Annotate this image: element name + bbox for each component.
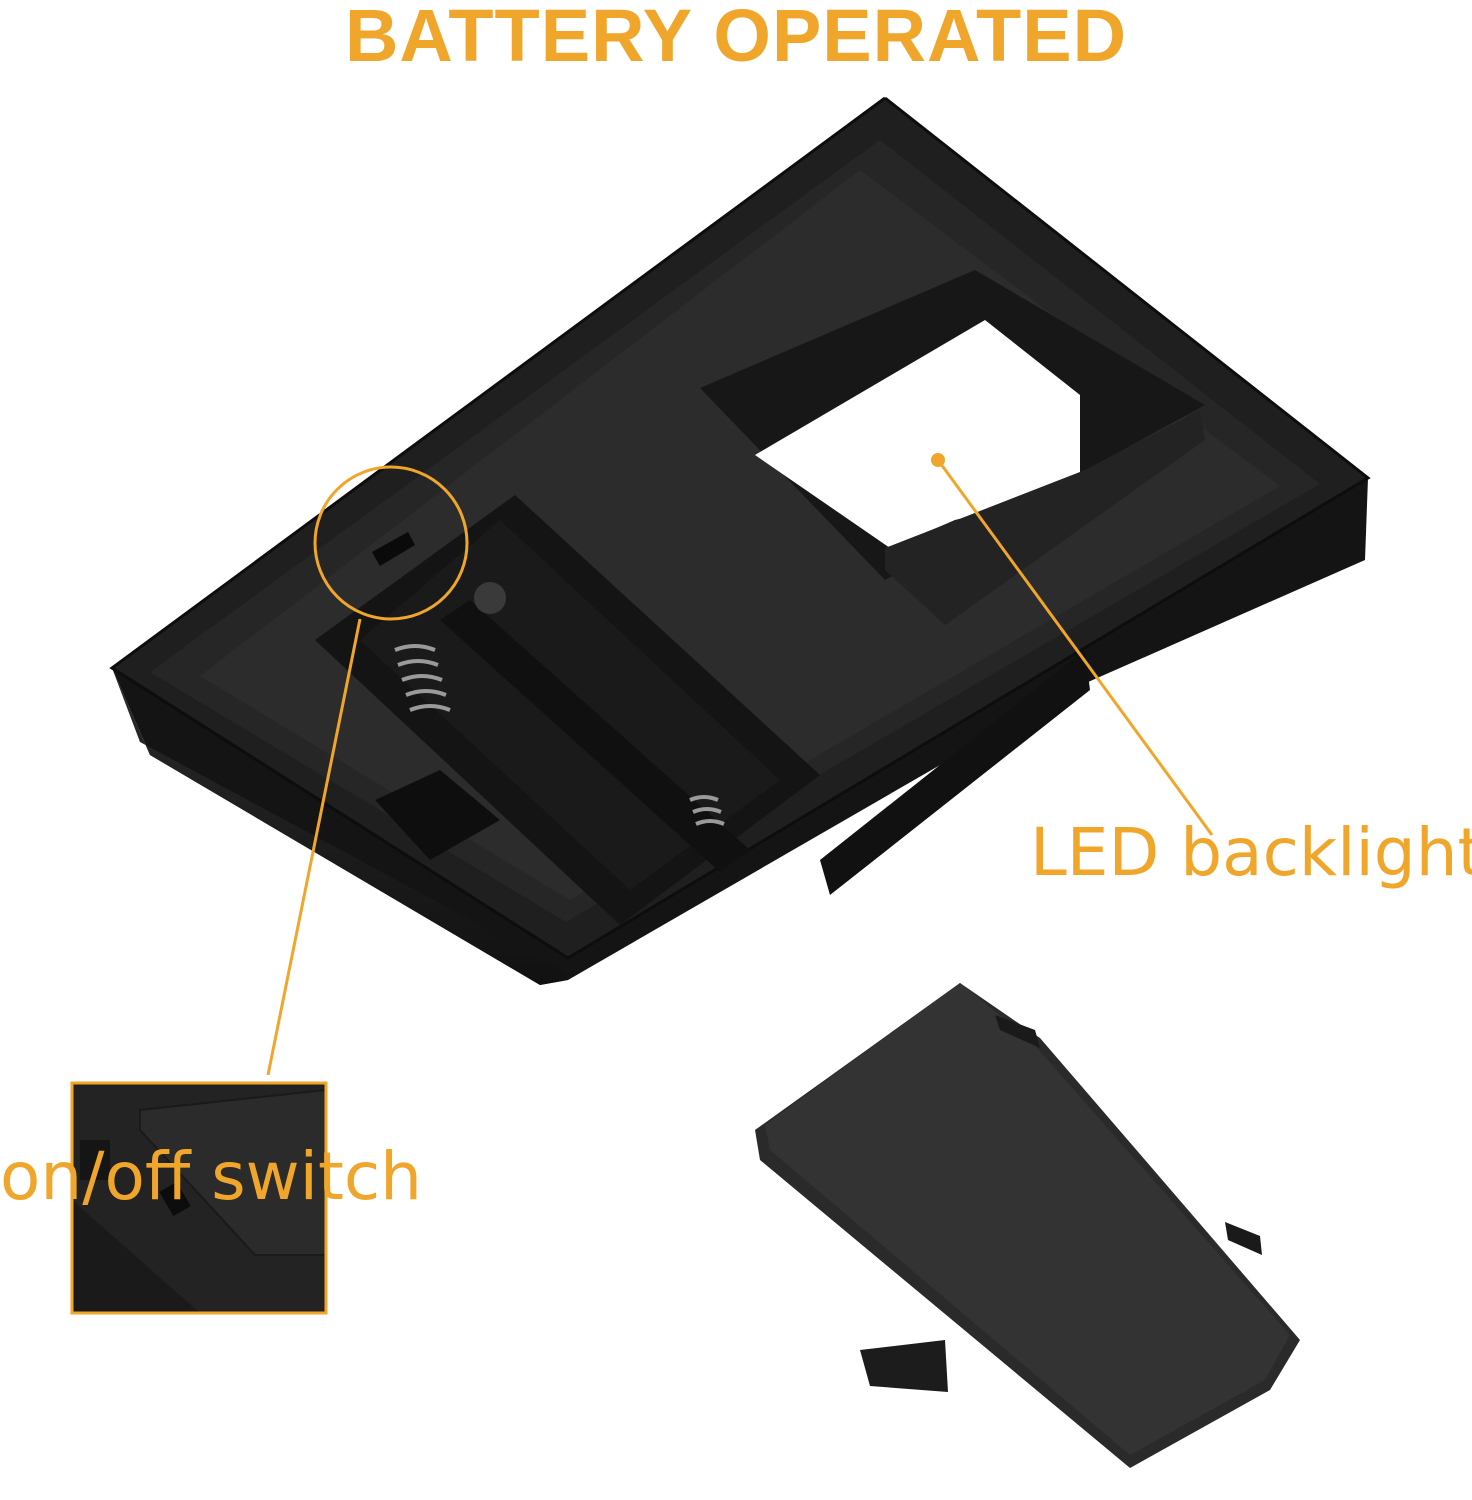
led-backlight-label: LED backlight: [1030, 814, 1472, 891]
switch-callout: [266, 465, 469, 1076]
battery-spring-icon: [394, 644, 725, 826]
led-backlight-window: [700, 270, 1205, 625]
switch-zoom-inset: [70, 1081, 328, 1315]
battery-compartment: [315, 495, 820, 925]
page-title: BATTERY OPERATED: [344, 0, 1128, 77]
led-callout: [931, 453, 1214, 836]
battery-cover: [755, 983, 1300, 1468]
switch-label: on/off switch: [0, 1138, 422, 1215]
